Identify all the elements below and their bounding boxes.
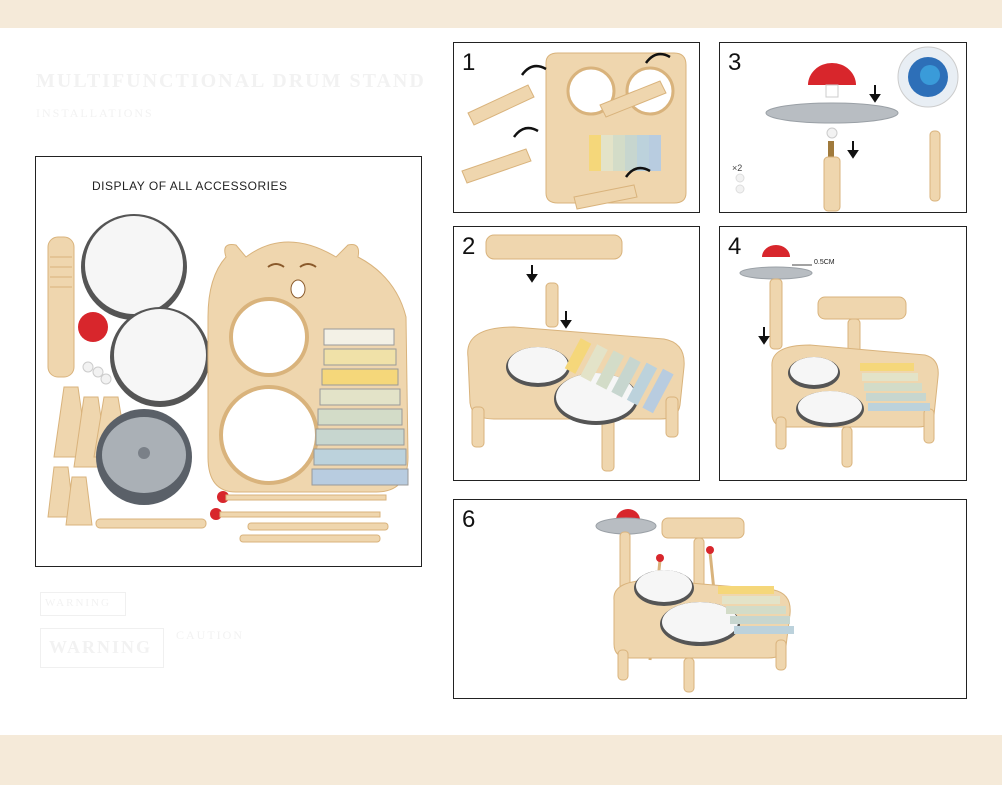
measurement-label: 0.5CM bbox=[814, 259, 835, 266]
long-stick bbox=[95, 518, 207, 529]
watermark-warning-small: WARNING bbox=[40, 592, 126, 616]
washer-multiplier: ×2 bbox=[732, 163, 743, 173]
mallet-2 bbox=[219, 511, 381, 518]
step-6-illustration bbox=[595, 509, 794, 693]
leg-4 bbox=[47, 466, 75, 518]
step-6-panel: 6 bbox=[453, 499, 967, 699]
step-1-illustration bbox=[461, 52, 687, 210]
step-3-illustration bbox=[735, 46, 959, 212]
bottom-band bbox=[0, 735, 1002, 785]
step-2-illustration bbox=[467, 234, 685, 472]
watermark-caution: CAUTION bbox=[176, 628, 244, 642]
accessories-panel: DISPLAY OF ALL ACCESSORIES bbox=[35, 156, 422, 567]
step-3-number: 3 bbox=[728, 49, 742, 76]
base-hole-lower bbox=[219, 385, 319, 485]
red-mallet-head bbox=[78, 312, 108, 342]
step-3-panel: 3 ×2 bbox=[719, 42, 967, 213]
guiro-stick bbox=[47, 236, 75, 378]
step-6-number: 6 bbox=[462, 506, 476, 533]
accessories-title: DISPLAY OF ALL ACCESSORIES bbox=[92, 179, 288, 193]
xylophone bbox=[311, 328, 409, 486]
top-band bbox=[0, 0, 1002, 28]
step-1-panel: 1 bbox=[453, 42, 700, 213]
base-hole-upper bbox=[229, 297, 309, 377]
step-2-number: 2 bbox=[462, 233, 476, 260]
drumstick-1 bbox=[247, 522, 389, 531]
step-4-panel: 4 0.5CM bbox=[719, 226, 967, 481]
watermark-title: MULTIFUNCTIONAL DRUM STAND bbox=[36, 70, 426, 92]
step-4-illustration bbox=[739, 245, 939, 468]
watermark-warning-large: WARNING bbox=[40, 628, 164, 668]
step-2-guiro bbox=[485, 234, 623, 260]
step-4-number: 4 bbox=[728, 233, 742, 260]
step-1-number: 1 bbox=[462, 49, 476, 76]
red-cymbal-knob bbox=[808, 63, 856, 85]
watermark-subtitle: INSTALLATIONS bbox=[36, 106, 154, 120]
leg-5 bbox=[65, 476, 93, 526]
accessories-illustration bbox=[47, 214, 409, 543]
mallet-1 bbox=[225, 494, 387, 501]
drumstick-2 bbox=[239, 534, 381, 543]
step-3-cymbal bbox=[765, 102, 899, 124]
step-2-panel: 2 bbox=[453, 226, 700, 481]
